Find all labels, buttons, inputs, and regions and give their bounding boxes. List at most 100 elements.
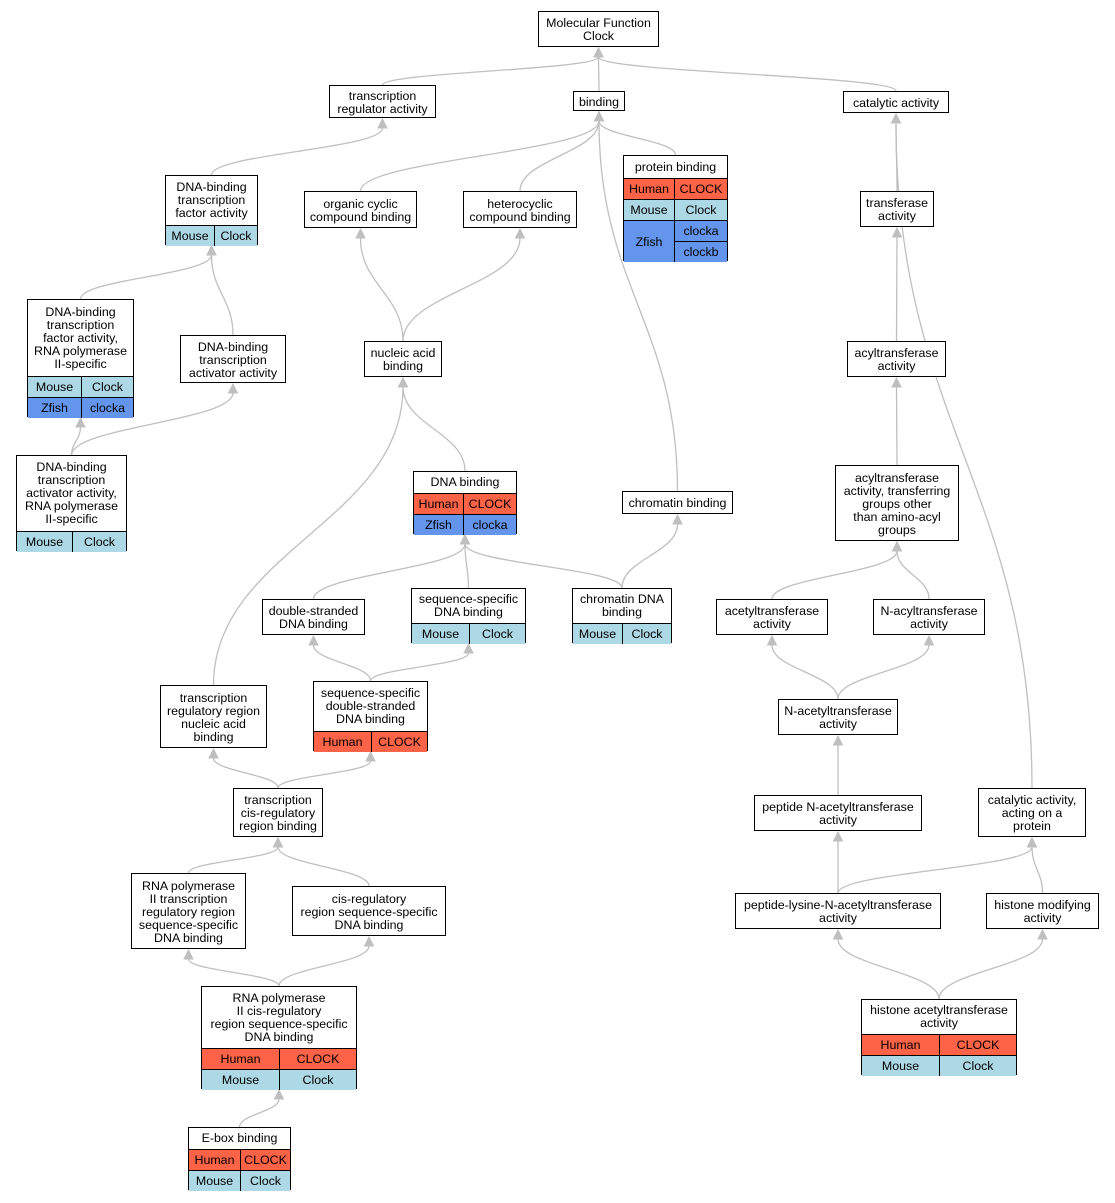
arrowhead-crrss-to-tcrrb (272, 836, 284, 848)
edge-ebox-to-rnap2cr (238, 1098, 280, 1128)
edge-dbtf-to-tra (210, 127, 384, 176)
gene-symbol[interactable]: clockb (674, 241, 727, 262)
gene-symbol[interactable]: CLOCK (463, 494, 516, 514)
go-term-node-rnap2[interactable]: RNA polymerase II transcription regulato… (131, 873, 246, 949)
gene-symbol[interactable]: Clock (81, 377, 133, 397)
gene-symbol[interactable]: Clock (240, 1171, 290, 1191)
species-label: Mouse (195, 1174, 234, 1188)
go-term-node-tra[interactable]: transcription regulator activity (329, 85, 436, 118)
arrowhead-cat-to-mf (593, 46, 604, 58)
gene-symbol[interactable]: Clock (674, 200, 727, 220)
go-term-label: chromatin DNA binding (579, 592, 664, 619)
gene-list: Clock (81, 377, 133, 397)
gene-symbol[interactable]: CLOCK (371, 732, 427, 752)
arrowhead-dbta-to-dbtf (206, 244, 217, 256)
edge-dbta-to-dbtf (210, 254, 234, 336)
gene-symbol[interactable]: Clock (279, 1070, 356, 1090)
go-term-label: transcription cis-regulatory region bind… (239, 793, 317, 833)
go-term-node-nacet[interactable]: N-acetyltransferase activity (778, 699, 898, 735)
gene-symbol[interactable]: Clock (622, 624, 671, 644)
go-term-node-plnat[interactable]: peptide-lysine-N-acetyltransferase activ… (735, 893, 941, 929)
edge-crrss-to-tcrrb (277, 846, 370, 887)
go-term-node-hma[interactable]: histone modifying activity (986, 893, 1099, 929)
go-term-node-nab[interactable]: nucleic acid binding (364, 341, 442, 377)
species-row-human: Human CLOCK (314, 731, 427, 752)
gene-symbol[interactable]: Clock (214, 226, 257, 246)
arrowhead-hma-to-caop (1026, 836, 1038, 848)
go-term-node-dsdb[interactable]: double-stranded DNA binding (262, 599, 365, 635)
go-term-node-pnat[interactable]: peptide N-acetyltransferase activity (754, 795, 922, 831)
go-term-label: sequence-specific DNA binding (418, 592, 519, 619)
go-term-node-acet[interactable]: acetyltransferase activity (716, 599, 828, 635)
go-term-node-trf[interactable]: transferase activity (860, 191, 934, 227)
go-term-node-rnap2cr[interactable]: RNA polymerase II cis-regulatory region … (201, 986, 357, 1090)
edge-nacyl-to-acyl2 (896, 550, 930, 600)
gene-symbol[interactable]: Clock (469, 624, 525, 644)
go-term-node-dbtf2[interactable]: DNA-binding transcription factor activit… (27, 299, 134, 418)
gene-symbol[interactable]: CLOCK (240, 1150, 290, 1170)
species-label: Human (322, 735, 363, 749)
gene-symbol[interactable]: CLOCK (279, 1049, 356, 1069)
species-label: Mouse (578, 627, 617, 641)
gene-symbol[interactable]: clocka (81, 398, 133, 418)
go-term-node-hcb[interactable]: heterocyclic compound binding (463, 191, 577, 228)
go-term-label: RNA polymerase II cis-regulatory region … (210, 990, 348, 1044)
gene-symbol[interactable]: CLOCK (674, 179, 727, 199)
gene-symbol[interactable]: Clock (939, 1056, 1016, 1076)
go-term-node-nacyl[interactable]: N-acyltransferase activity (873, 599, 985, 635)
gene-symbol[interactable]: CLOCK (939, 1035, 1016, 1055)
go-term-node-acyl[interactable]: acyltransferase activity (847, 341, 946, 377)
edge-tcrrb-to-trrnab (212, 757, 279, 789)
go-term-node-acyl2[interactable]: acyltransferase activity, transferring g… (835, 465, 959, 541)
gene-list: Clock (279, 1070, 356, 1090)
arrowhead-rnap2cr-to-rnap2 (183, 948, 194, 960)
go-term-node-caop[interactable]: catalytic activity, acting on a protein (978, 788, 1086, 837)
edge-bind-to-mf (597, 56, 600, 92)
gene-symbol[interactable]: Clock (72, 532, 126, 552)
go-term-node-bind[interactable]: binding (573, 91, 625, 111)
arrowhead-nab-to-ocb (355, 227, 366, 239)
gene-symbol[interactable]: clocka (463, 515, 516, 535)
go-term-label: peptide N-acetyltransferase activity (762, 800, 914, 827)
go-term-label: sequence-specific double-stranded DNA bi… (320, 686, 421, 726)
species-label: Human (220, 1052, 261, 1066)
go-term-node-crrss[interactable]: cis-regulatory region sequence-specific … (292, 886, 446, 936)
gene-list: CLOCK (279, 1049, 356, 1069)
gene-symbol[interactable]: clocka (674, 221, 727, 242)
go-term-label: acyltransferase activity, transferring g… (843, 470, 951, 537)
go-term-node-ocb[interactable]: organic cyclic compound binding (304, 191, 417, 228)
go-term-label: organic cyclic compound binding (309, 196, 412, 224)
edge-nacet-to-acet (771, 644, 839, 700)
go-term-label: DNA-binding transcription activator acti… (25, 460, 118, 526)
go-term-node-tcrrb[interactable]: transcription cis-regulatory region bind… (233, 788, 323, 837)
go-term-node-trrnab[interactable]: transcription regulatory region nucleic … (160, 685, 267, 748)
go-term-node-chb[interactable]: chromatin binding (622, 491, 733, 514)
go-term-label: transferase activity (866, 196, 928, 223)
arrowhead-dbtf-to-tra (377, 117, 388, 129)
edge-dbta2-to-dbta (70, 392, 234, 456)
go-term-node-ssdsdb[interactable]: sequence-specific double-stranded DNA bi… (313, 681, 428, 752)
go-term-node-dbta2[interactable]: DNA-binding transcription activator acti… (16, 455, 127, 552)
go-term-label: catalytic activity (852, 95, 940, 110)
arrowhead-ssdsdb-to-ssdb (463, 642, 474, 654)
gene-list: clocka (463, 515, 516, 535)
go-term-node-mf[interactable]: Molecular Function Clock (538, 11, 659, 47)
edge-nab-to-hcb (402, 237, 521, 342)
edge-caop-to-cat (895, 122, 1033, 789)
go-term-label: chromatin binding (628, 496, 727, 510)
go-term-node-dbta[interactable]: DNA-binding transcription activator acti… (180, 335, 286, 383)
species-label: Human (418, 497, 459, 511)
gene-list: Clock (469, 624, 525, 644)
go-term-node-cat[interactable]: catalytic activity (843, 91, 949, 113)
go-term-node-dbtf[interactable]: DNA-binding transcription factor activit… (165, 175, 258, 246)
edge-acyl-to-trf (895, 236, 898, 342)
arrowhead-tcrrb-to-ssdsdb (365, 750, 376, 762)
